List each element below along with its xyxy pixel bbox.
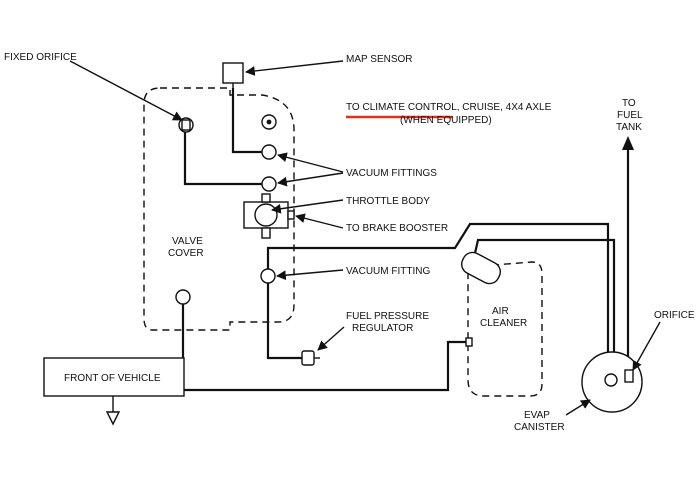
vacuum-fitting-label: VACUUM FITTING: [346, 266, 430, 277]
map-sensor-box: [222, 62, 244, 84]
front-of-vehicle-pointer-head: [105, 411, 121, 426]
air-cleaner-outline: [467, 261, 543, 397]
valve-cover-outline: [143, 87, 295, 331]
brake-booster-label: TO BRAKE BOOSTER: [346, 223, 448, 234]
brake-booster-leader: [295, 213, 344, 229]
fuel-pressure-label-2: REGULATOR: [352, 323, 413, 334]
valve-cover-label-1: VALVE: [172, 236, 203, 247]
air-cleaner-port: [465, 337, 473, 347]
fuel-pressure-regulator-body: [301, 350, 315, 366]
fuel-pressure-regulator-leader: [317, 326, 345, 351]
vacuum-fittings-leader-2: [277, 172, 344, 187]
evap-label-2: CANISTER: [514, 422, 565, 433]
map-sensor-leader: [245, 60, 344, 76]
fixed-orifice-core: [181, 119, 191, 131]
vacuum-fitting-upper: [261, 144, 277, 160]
front-of-vehicle-box: [43, 357, 185, 397]
vacuum-fitting-middle: [261, 176, 277, 192]
evap-canister-leader: [565, 399, 591, 416]
map-sensor-label: MAP SENSOR: [346, 54, 413, 65]
air-cleaner-snorkel: [461, 251, 501, 285]
vacuum-fittings-leader-1: [277, 152, 344, 173]
map-sensor-hose: [231, 88, 269, 154]
fuel-tank-label-3: TANK: [616, 122, 642, 133]
vacuum-fittings-label: VACUUM FITTINGS: [346, 168, 437, 179]
fuel-tank-label-1: TO: [622, 98, 636, 109]
fixed-orifice-leader: [69, 60, 183, 121]
throttle-body-label: THROTTLE BODY: [346, 196, 430, 207]
fixed-orifice-label: FIXED ORIFICE: [4, 52, 77, 63]
orifice-leader: [632, 321, 661, 371]
climate-control-label: TO CLIMATE CONTROL, CRUISE, 4X4 AXLE: [346, 102, 552, 113]
valve-cover-fitting: [175, 289, 191, 305]
fuel-tank-label-2: FUEL: [617, 110, 643, 121]
evap-to-throttle-hose: [471, 238, 616, 372]
fixed-orifice-hose: [183, 132, 269, 186]
air-cleaner-label-2: CLEANER: [480, 318, 527, 329]
valve-cover-label-2: COVER: [168, 248, 204, 259]
fuel-pressure-label-1: FUEL PRESSURE: [346, 311, 429, 322]
throttle-body-leader: [271, 199, 344, 214]
fuel-tank-arrowhead: [622, 136, 634, 150]
vacuum-fitting-leader: [276, 269, 344, 281]
front-of-vehicle-label: FRONT OF VEHICLE: [64, 373, 161, 384]
fuel-regulator-hose: [266, 278, 302, 360]
evap-canister-port: [604, 373, 618, 387]
brake-booster-port: [287, 210, 295, 220]
air-cleaner-label-1: AIR: [492, 306, 509, 317]
throttle-body-bore: [254, 203, 278, 227]
evap-label-1: EVAP: [524, 410, 550, 421]
vacuum-fitting-lower: [260, 268, 276, 284]
orifice-label: ORIFICE: [654, 310, 695, 321]
when-equipped-label: (WHEN EQUIPPED): [400, 115, 492, 126]
throttle-body-bottom-stub: [261, 227, 271, 239]
climate-control-fitting-dot: [266, 119, 272, 125]
canister-orifice: [624, 369, 634, 383]
air-cleaner-hose: [266, 222, 610, 372]
throttle-body-top-stub: [261, 193, 271, 203]
